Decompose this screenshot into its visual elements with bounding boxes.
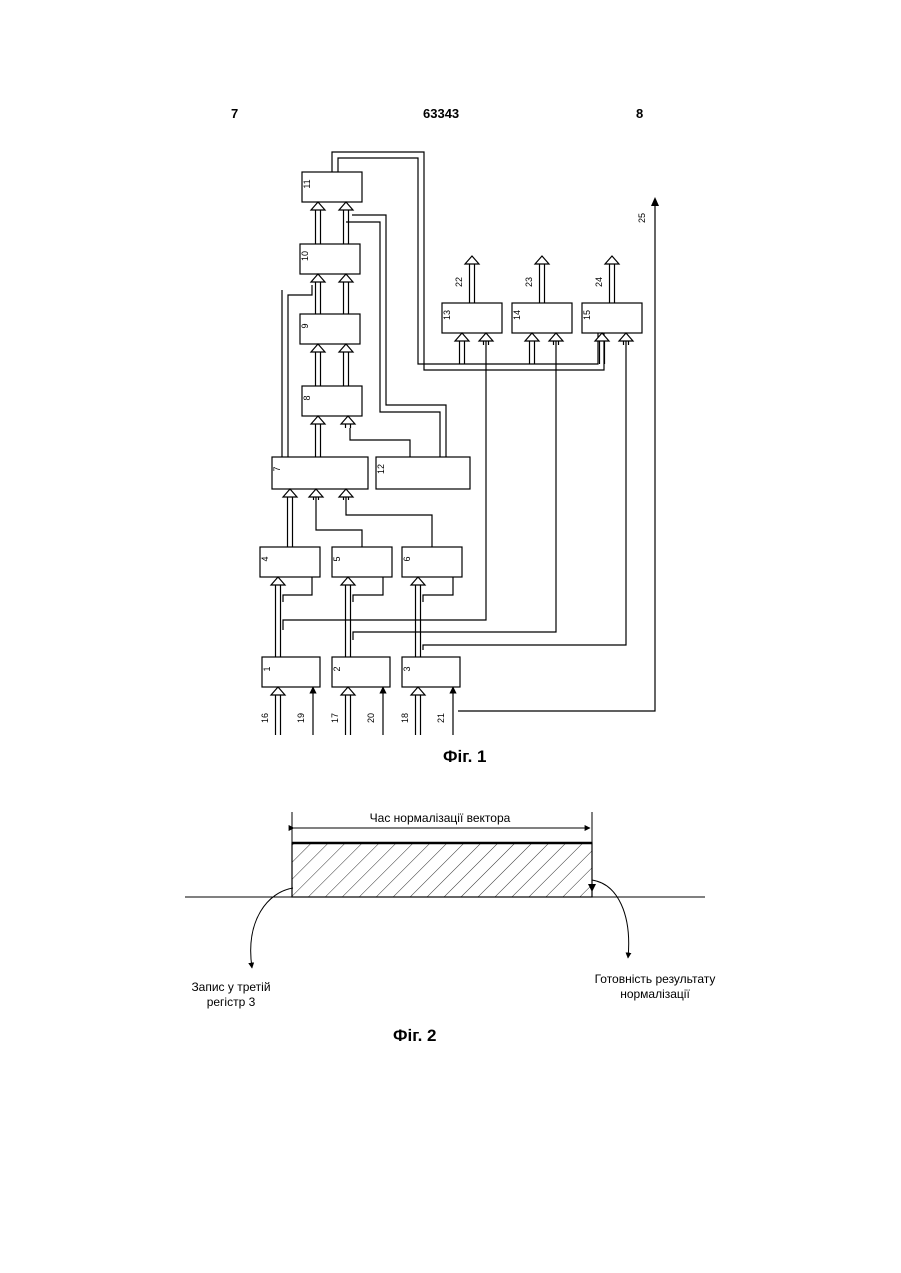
input-label-18: 18 — [400, 713, 410, 723]
bus-6-to-7-head-head — [339, 489, 353, 497]
bus-2-to-5-head — [341, 577, 355, 585]
block-label-14: 14 — [512, 310, 522, 320]
output-bus-22-head — [465, 256, 479, 264]
bus-11-to-14-head — [525, 333, 539, 341]
block-label-7: 7 — [272, 466, 282, 471]
input-bus-17-head — [341, 687, 355, 695]
block-label-5: 5 — [332, 556, 342, 561]
bus-12-to-11-b — [352, 215, 446, 457]
end-event-label-line1: Готовність результату — [595, 972, 716, 986]
block-label-15: 15 — [582, 310, 592, 320]
input-label-17: 17 — [330, 713, 340, 723]
block-label-1: 1 — [262, 666, 272, 671]
bus-6-to-7 — [346, 489, 432, 547]
bus-10-to-11-head — [311, 202, 325, 210]
bus-4-to-7-head — [283, 489, 297, 497]
block-label-12: 12 — [376, 464, 386, 474]
bus-11-to-13-head — [455, 333, 469, 341]
output-bus-24-head — [605, 256, 619, 264]
output-label-25: 25 — [637, 213, 647, 223]
hatched-pulse — [292, 843, 592, 897]
bus-10-to-11-b-head — [339, 202, 353, 210]
output-bus-23-head — [535, 256, 549, 264]
figure-1-caption: Фіг. 1 — [443, 747, 487, 767]
block-label-4: 4 — [260, 556, 270, 561]
bus-8-to-9-head — [311, 344, 325, 352]
start-event-label-line1: Запис у третій — [191, 980, 270, 994]
input-label-19: 19 — [296, 713, 306, 723]
bus-12-to-8-head-head — [341, 416, 355, 424]
block-label-13: 13 — [442, 310, 452, 320]
output-25-arrowhead — [651, 197, 659, 206]
bus-1-to-4-head — [271, 577, 285, 585]
block-label-3: 3 — [402, 666, 412, 671]
block-label-9: 9 — [300, 323, 310, 328]
bus-11-to-15-head — [595, 333, 609, 341]
start-event-label-line2: регістр 3 — [207, 995, 256, 1009]
input-bus-18-head — [411, 687, 425, 695]
block-label-8: 8 — [302, 395, 312, 400]
output-label-23: 23 — [524, 277, 534, 287]
bus-3-to-6-head — [411, 577, 425, 585]
input-bus-16-head — [271, 687, 285, 695]
bus-8-to-9-b-head — [339, 344, 353, 352]
block-7 — [272, 457, 368, 489]
feedback-7-to-10 — [288, 285, 312, 457]
block-label-6: 6 — [402, 556, 412, 561]
block-label-2: 2 — [332, 666, 342, 671]
bus-to-15-head-head — [619, 333, 633, 341]
input-label-21: 21 — [436, 713, 446, 723]
block-label-10: 10 — [300, 251, 310, 261]
figure-2-timing-diagram: Час нормалізації вектора Запис у третій … — [185, 811, 715, 1009]
bus-5-to-7-head-head — [309, 489, 323, 497]
block-label-11: 11 — [302, 179, 312, 188]
bus-9-to-10-b-head — [339, 274, 353, 282]
bus-to-13-head-head — [479, 333, 493, 341]
end-event-label-line2: нормалізації — [620, 987, 690, 1001]
bus-5-to-7 — [316, 489, 362, 547]
bus-2-to-5-second — [353, 577, 383, 602]
bus-to-14-head-head — [549, 333, 563, 341]
input-label-16: 16 — [260, 713, 270, 723]
input-label-20: 20 — [366, 713, 376, 723]
bus-7-to-8-head — [311, 416, 325, 424]
bus-12-to-8 — [350, 428, 410, 457]
output-label-24: 24 — [594, 277, 604, 287]
figure-1-block-diagram: 1234567891011121314151617181920212223242… — [260, 152, 659, 735]
bus-1-to-4-second — [283, 577, 312, 602]
bus-3-to-6-second — [423, 577, 453, 602]
end-event-arrow — [592, 880, 629, 958]
duration-label: Час нормалізації вектора — [370, 811, 511, 825]
bus-to-15 — [423, 333, 626, 650]
output-label-22: 22 — [454, 277, 464, 287]
bus-9-to-10-head — [311, 274, 325, 282]
block-12 — [376, 457, 470, 489]
figure-2-caption: Фіг. 2 — [393, 1026, 437, 1046]
start-event-arrow — [251, 888, 293, 968]
